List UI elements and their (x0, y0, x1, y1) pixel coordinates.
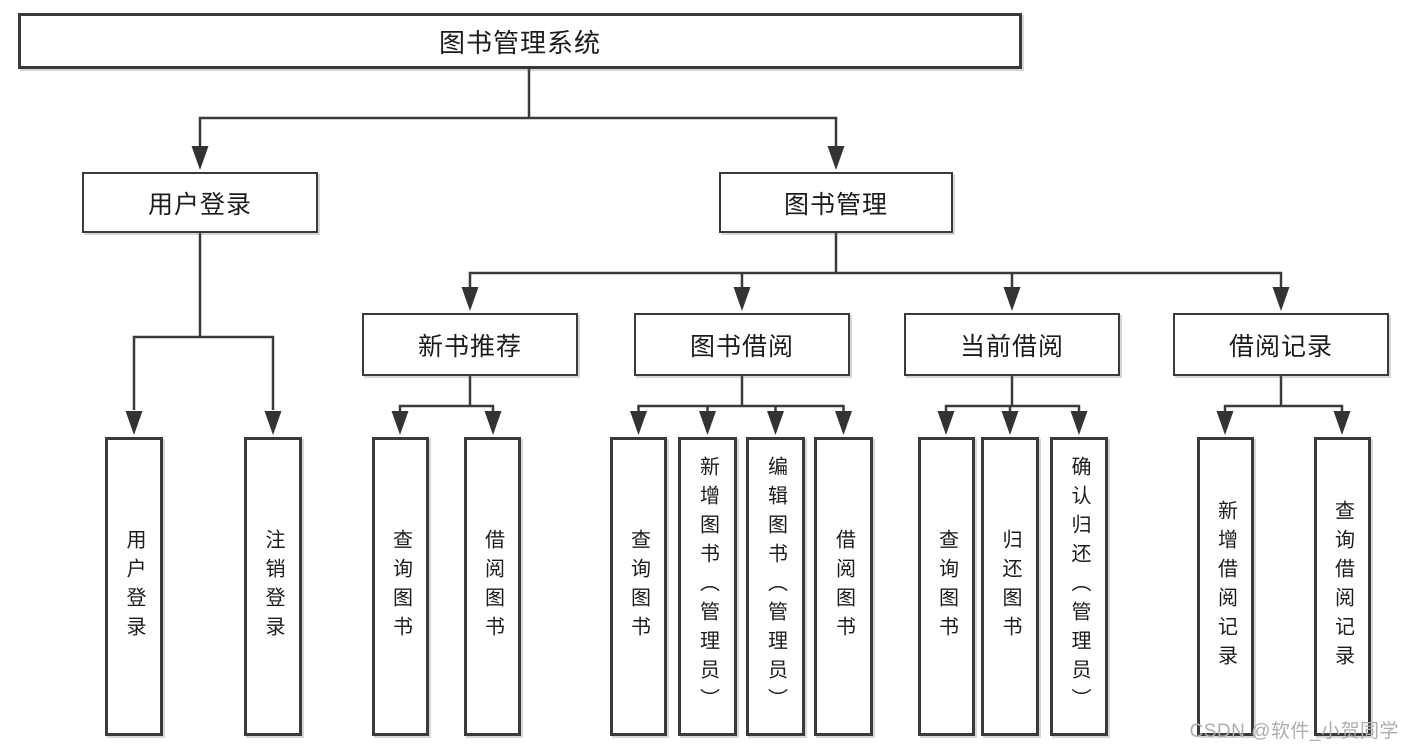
leaf-recommend-query-books: 查询图书 (372, 437, 429, 736)
leaf-logout-label: 注销登录 (262, 528, 284, 645)
leaf-user-login-label: 用户登录 (123, 528, 145, 645)
node-new-book-recommend: 新书推荐 (362, 313, 578, 376)
leaf-records-add-record-label: 新增借阅记录 (1214, 499, 1237, 674)
leaf-recommend-borrow-books-label: 借阅图书 (481, 528, 504, 645)
leaf-borrowing-add-books-admin-label: 新增图书（管理员） (696, 456, 719, 717)
leaf-records-query-record-label: 查询借阅记录 (1331, 499, 1354, 674)
node-user-login-label: 用户登录 (147, 190, 252, 219)
leaf-borrowing-borrow-books-label: 借阅图书 (832, 528, 855, 645)
node-book-management: 图书管理 (719, 172, 953, 233)
node-book-borrowing-label: 图书借阅 (689, 332, 794, 361)
leaf-records-add-record: 新增借阅记录 (1197, 437, 1254, 736)
leaf-current-query-books: 查询图书 (918, 437, 975, 736)
node-user-login: 用户登录 (82, 172, 318, 233)
node-new-book-recommend-label: 新书推荐 (417, 332, 522, 361)
leaf-records-query-record: 查询借阅记录 (1314, 437, 1371, 736)
leaf-borrowing-add-books-admin: 新增图书（管理员） (678, 437, 737, 736)
leaf-borrowing-query-books-label: 查询图书 (627, 528, 650, 645)
leaf-borrowing-edit-books-admin: 编辑图书（管理员） (746, 437, 805, 736)
leaf-borrowing-query-books: 查询图书 (610, 437, 667, 736)
leaf-current-query-books-label: 查询图书 (935, 528, 958, 645)
leaf-logout: 注销登录 (244, 437, 302, 736)
leaf-current-return-books: 归还图书 (981, 437, 1039, 736)
node-borrowing-records-label: 借阅记录 (1228, 332, 1333, 361)
node-root-label: 图书管理系统 (438, 27, 601, 58)
leaf-borrowing-edit-books-admin-label: 编辑图书（管理员） (764, 456, 787, 717)
node-book-management-label: 图书管理 (783, 190, 888, 219)
leaf-user-login: 用户登录 (105, 437, 163, 736)
node-book-borrowing: 图书借阅 (634, 313, 850, 376)
watermark: CSDN @软件_小贺同学 (1189, 721, 1399, 742)
node-root: 图书管理系统 (18, 13, 1022, 69)
leaf-current-confirm-return-admin: 确认归还（管理员） (1050, 437, 1108, 736)
node-borrowing-records: 借阅记录 (1173, 313, 1389, 376)
arrowhead-icons (125, 146, 1351, 435)
node-current-borrowing-label: 当前借阅 (959, 332, 1064, 361)
leaf-recommend-borrow-books: 借阅图书 (464, 437, 521, 736)
leaf-current-confirm-return-admin-label: 确认归还（管理员） (1068, 456, 1090, 717)
connector-paths (132, 69, 1344, 411)
node-current-borrowing: 当前借阅 (904, 313, 1120, 376)
leaf-borrowing-borrow-books: 借阅图书 (814, 437, 873, 736)
leaf-recommend-query-books-label: 查询图书 (389, 528, 412, 645)
leaf-current-return-books-label: 归还图书 (999, 528, 1021, 645)
